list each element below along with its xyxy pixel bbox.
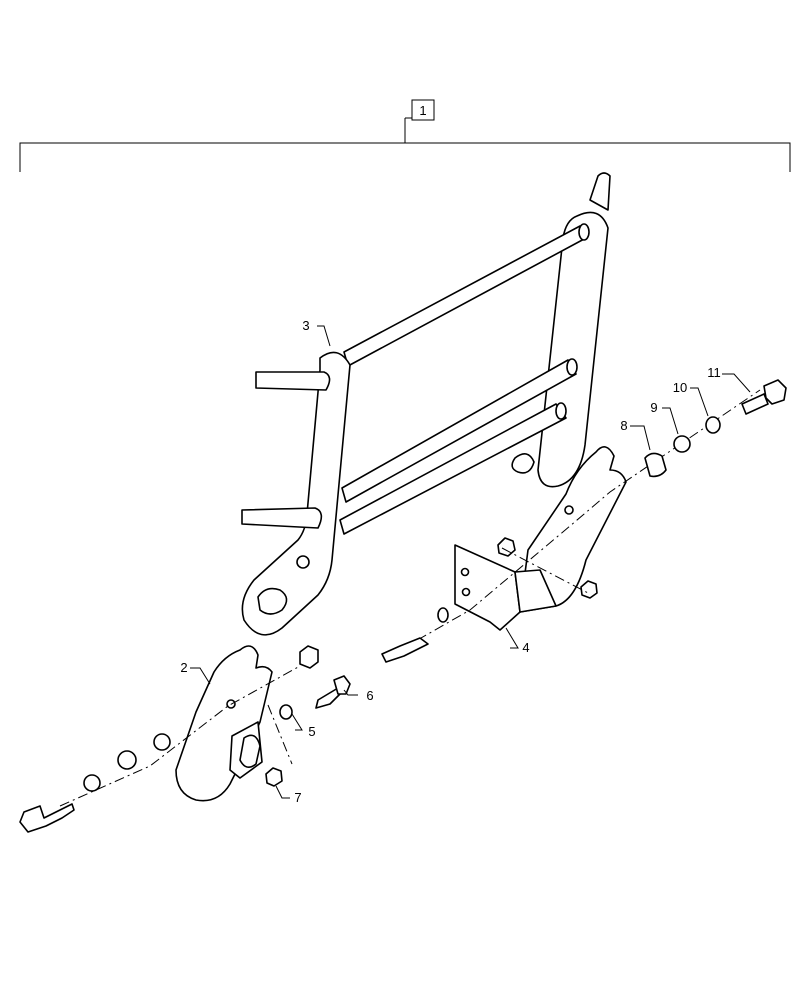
bolt-part-6-head xyxy=(333,675,351,695)
callout-7: 7 xyxy=(294,790,301,805)
bushing-part-8 xyxy=(644,452,667,478)
hardware-right xyxy=(381,379,787,663)
callout-10: 10 xyxy=(673,380,687,395)
callout-6: 6 xyxy=(366,688,373,703)
assembly-callout-1: 1 xyxy=(419,103,426,118)
bolt-left-long xyxy=(19,803,75,833)
assembly-callout-box: 1 xyxy=(411,99,435,121)
washer-left-1 xyxy=(83,774,101,792)
callout-2: 2 xyxy=(180,660,187,675)
part-2-left-bracket xyxy=(175,645,319,802)
part-3-guard-frame xyxy=(241,172,611,636)
callout-8: 8 xyxy=(620,418,627,433)
assembly-bracket xyxy=(19,117,791,172)
callout-labels: 2 3 4 5 6 7 8 9 10 11 xyxy=(180,318,720,805)
bolt-part-11-head xyxy=(763,379,787,405)
bolt-part-11 xyxy=(741,393,769,415)
washer-part-10 xyxy=(705,416,721,434)
washer-right-center xyxy=(437,607,449,623)
callout-4: 4 xyxy=(522,640,529,655)
bolt-right-center xyxy=(381,637,429,663)
callout-9: 9 xyxy=(650,400,657,415)
callout-11: 11 xyxy=(707,365,721,380)
washer-left-2 xyxy=(117,750,137,770)
leader-lines xyxy=(190,325,751,799)
callout-3: 3 xyxy=(302,318,309,333)
hardware-left xyxy=(19,675,351,833)
bushing-left xyxy=(153,733,171,751)
bolt-part-6 xyxy=(315,687,343,709)
washer-part-9 xyxy=(673,435,691,453)
washer-part-5 xyxy=(279,704,293,720)
callout-5: 5 xyxy=(308,724,315,739)
